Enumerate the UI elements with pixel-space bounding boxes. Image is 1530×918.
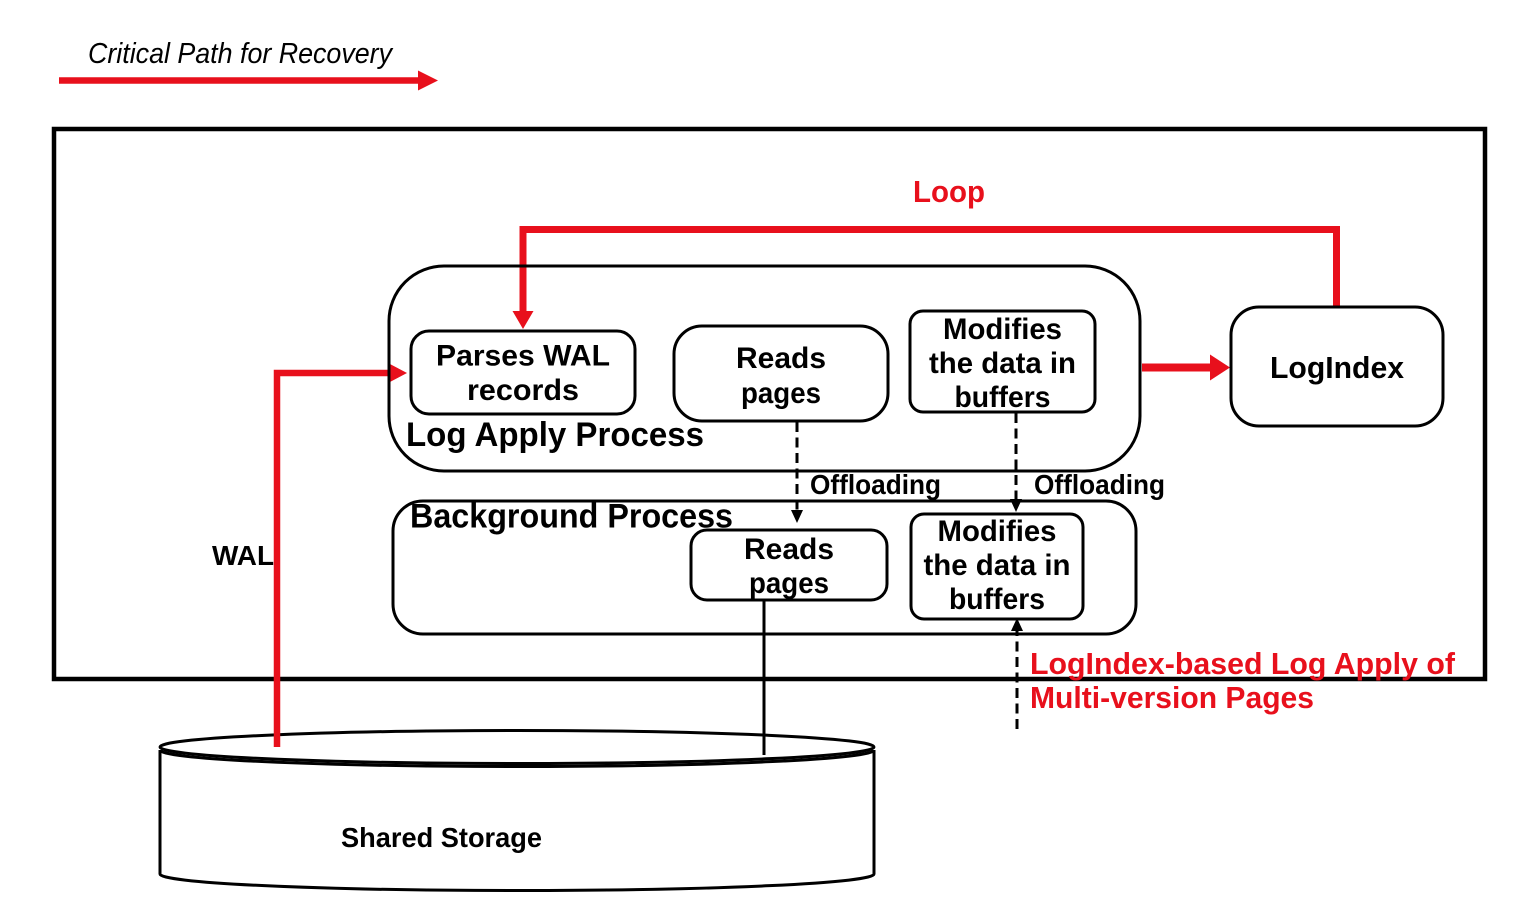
svg-text:Modifies: Modifies <box>938 515 1057 548</box>
svg-text:Background Process: Background Process <box>410 498 733 536</box>
svg-text:Offloading: Offloading <box>1034 469 1165 500</box>
svg-text:records: records <box>467 374 579 407</box>
svg-text:the data in: the data in <box>929 347 1076 380</box>
svg-text:Reads: Reads <box>744 533 834 566</box>
svg-text:Offloading: Offloading <box>810 469 941 500</box>
svg-text:LogIndex-based Log Apply of: LogIndex-based Log Apply of <box>1030 646 1456 681</box>
svg-text:Loop: Loop <box>913 174 985 209</box>
svg-text:Shared Storage: Shared Storage <box>341 822 542 853</box>
svg-text:buffers: buffers <box>955 381 1051 414</box>
svg-text:pages: pages <box>741 377 821 410</box>
svg-text:Log Apply Process: Log Apply Process <box>406 416 704 454</box>
svg-text:Reads: Reads <box>736 342 826 375</box>
svg-text:WAL: WAL <box>212 540 274 571</box>
svg-text:LogIndex: LogIndex <box>1270 350 1405 385</box>
svg-text:Critical Path for Recovery: Critical Path for Recovery <box>88 38 393 70</box>
svg-text:Multi-version Pages: Multi-version Pages <box>1030 680 1314 715</box>
svg-text:buffers: buffers <box>949 583 1045 616</box>
svg-text:pages: pages <box>749 567 829 600</box>
svg-text:the data in: the data in <box>924 549 1071 582</box>
svg-text:Parses WAL: Parses WAL <box>436 340 610 373</box>
svg-text:Modifies: Modifies <box>943 313 1062 346</box>
